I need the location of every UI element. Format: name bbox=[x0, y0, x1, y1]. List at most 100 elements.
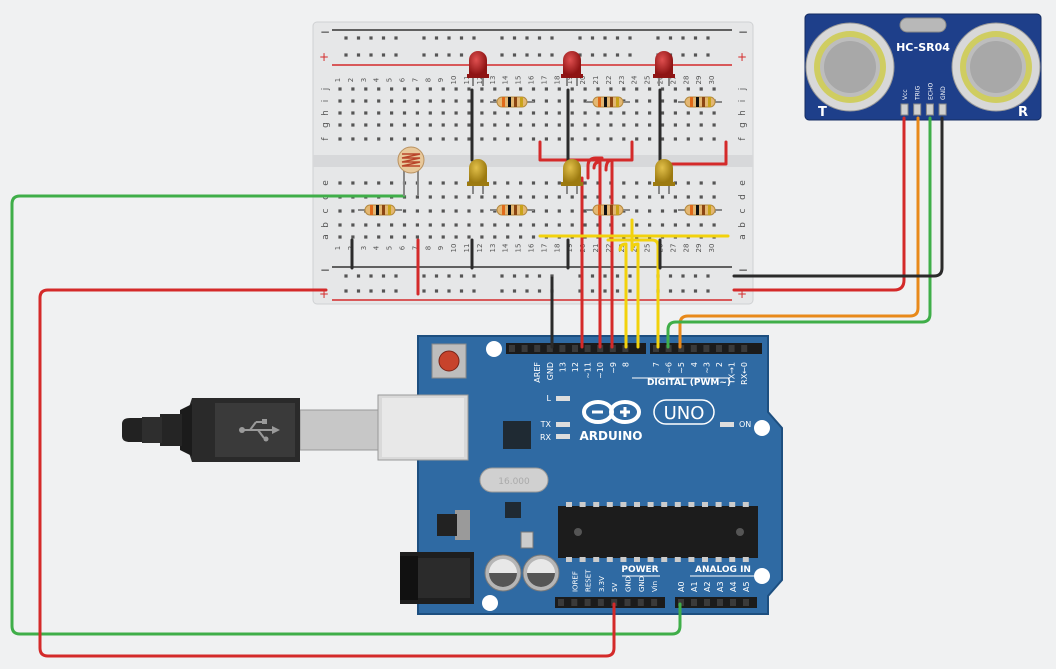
row-letter: j bbox=[738, 88, 748, 92]
model-label: UNO bbox=[664, 403, 705, 424]
wire-red-d11 bbox=[592, 160, 602, 349]
row-letter: a bbox=[738, 234, 748, 240]
column-number: 12 bbox=[476, 76, 484, 85]
l-label: L bbox=[547, 394, 552, 403]
column-number: 15 bbox=[515, 76, 523, 85]
voltage-regulator bbox=[437, 510, 470, 540]
row-letter: g bbox=[738, 122, 748, 128]
ultrasonic-receiver bbox=[951, 22, 1041, 112]
column-number: 4 bbox=[373, 77, 381, 82]
column-number: 8 bbox=[424, 78, 432, 82]
analog-pin-label: A3 bbox=[716, 581, 725, 592]
transmitter-mark: T bbox=[818, 105, 827, 120]
column-number: 8 bbox=[424, 246, 432, 250]
digital-label: DIGITAL (PWM~) bbox=[647, 378, 731, 388]
photoresistor bbox=[397, 146, 425, 196]
row-letter: f bbox=[321, 137, 331, 141]
analog-pin-label: A0 bbox=[677, 581, 686, 592]
digital-pin-label: AREF bbox=[533, 362, 542, 383]
row-letter: b bbox=[321, 222, 331, 228]
power-label: POWER bbox=[621, 565, 658, 575]
sensor-pin-label: GND bbox=[940, 86, 947, 100]
resistor bbox=[678, 204, 722, 216]
capacitor bbox=[484, 554, 522, 592]
reset-button[interactable] bbox=[431, 343, 467, 379]
yellow-led bbox=[561, 159, 583, 194]
column-number: 14 bbox=[502, 75, 510, 84]
column-number: 2 bbox=[347, 78, 355, 82]
arduino-logo: ARDUINO UNO bbox=[580, 399, 715, 443]
column-number: 29 bbox=[695, 76, 703, 85]
usb-cable bbox=[122, 398, 379, 462]
analog-pin-label: A1 bbox=[690, 581, 699, 592]
column-number: 6 bbox=[399, 77, 407, 82]
sensor-pin-label: Vcc bbox=[902, 89, 909, 100]
receiver-mark: R bbox=[1018, 105, 1028, 120]
wire-red-5v-rail bbox=[38, 288, 616, 658]
digital-pin-label: 4 bbox=[690, 362, 699, 367]
usb-icon bbox=[239, 419, 280, 442]
row-letter: j bbox=[321, 88, 331, 92]
rail-plus-label: + bbox=[737, 287, 747, 301]
resistor bbox=[490, 204, 534, 216]
column-number: 6 bbox=[399, 245, 407, 250]
row-letter: h bbox=[738, 110, 748, 116]
rail-minus-label: − bbox=[738, 263, 748, 277]
rail-minus-label: − bbox=[738, 25, 748, 39]
digital-pin-label: 13 bbox=[558, 362, 567, 372]
wire-yellow-d9 bbox=[618, 242, 628, 349]
column-number: 19 bbox=[566, 76, 574, 85]
wire-red-vcc bbox=[732, 116, 906, 292]
digital-pin-label: 12 bbox=[571, 362, 580, 372]
red-led bbox=[467, 51, 489, 86]
power-pin-label: GND bbox=[638, 576, 646, 592]
sensor-pin-label: TRIG bbox=[915, 85, 922, 101]
column-number: 13 bbox=[489, 244, 497, 253]
column-number: 5 bbox=[386, 246, 394, 250]
analog-pin-label: A4 bbox=[729, 581, 738, 592]
column-number: 24 bbox=[631, 243, 639, 252]
column-number: 1 bbox=[334, 246, 342, 250]
sensor-pin-label: ECHO bbox=[927, 83, 934, 100]
power-pin-label: GND bbox=[625, 576, 633, 592]
row-letter: e bbox=[738, 180, 748, 186]
column-number: 9 bbox=[437, 246, 445, 250]
digital-pin-label: 8 bbox=[621, 362, 630, 367]
column-number: 1 bbox=[334, 78, 342, 82]
column-number: 17 bbox=[540, 244, 548, 253]
analog-pin-label: A2 bbox=[703, 581, 712, 592]
digital-pin-label: ~11 bbox=[584, 362, 593, 379]
red-led bbox=[653, 51, 675, 86]
components bbox=[358, 51, 722, 216]
column-number: 3 bbox=[360, 78, 368, 82]
column-number: 19 bbox=[566, 244, 574, 253]
wires bbox=[10, 88, 944, 658]
column-number: 26 bbox=[657, 75, 665, 84]
usb-port bbox=[377, 394, 469, 461]
power-pin-label: Vin bbox=[651, 581, 659, 592]
row-letter: f bbox=[738, 137, 748, 141]
row-letter: e bbox=[321, 180, 331, 186]
rx-label: RX bbox=[540, 433, 552, 442]
column-number: 30 bbox=[708, 76, 716, 85]
column-number: 28 bbox=[682, 76, 690, 85]
resistor bbox=[490, 96, 534, 108]
column-number: 24 bbox=[631, 75, 639, 84]
row-letter: i bbox=[738, 100, 748, 103]
ultrasonic-transmitter bbox=[805, 22, 895, 112]
digital-pin-label: GND bbox=[546, 362, 555, 380]
column-number: 27 bbox=[669, 244, 677, 253]
usb-chip bbox=[503, 421, 531, 449]
column-number: 4 bbox=[373, 245, 381, 250]
svg-text:16.000: 16.000 bbox=[498, 477, 530, 487]
resistor bbox=[586, 204, 630, 216]
red-led bbox=[561, 51, 583, 86]
column-number: 22 bbox=[605, 76, 613, 85]
column-number: 15 bbox=[515, 244, 523, 253]
column-number: 14 bbox=[502, 243, 510, 252]
